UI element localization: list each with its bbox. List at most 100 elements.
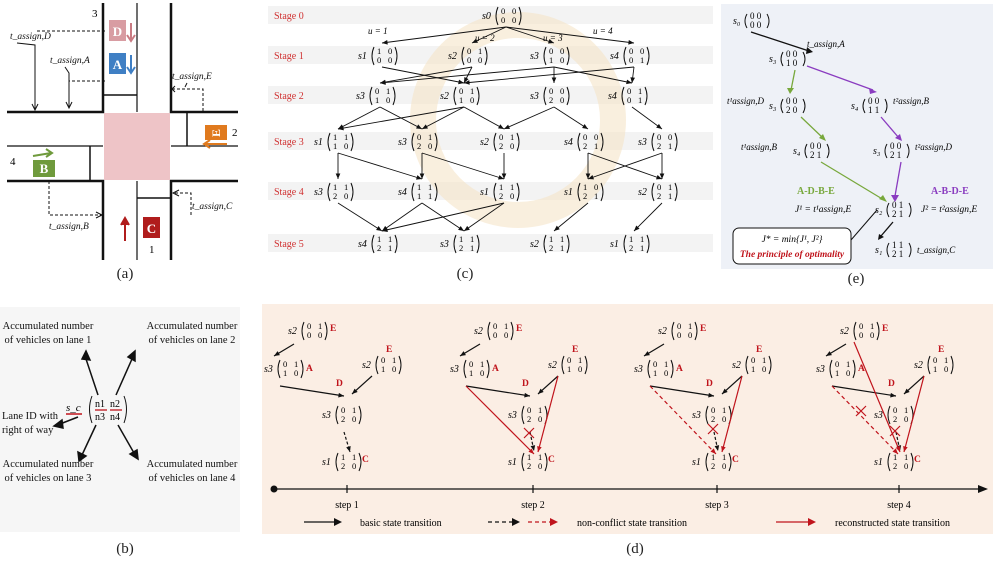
c-node-stage5-1-cell: 2 [459,243,463,253]
c-node-stage1-3-symbol: s4 [610,51,619,62]
svg-text:E: E [209,129,223,137]
d-edge [649,385,715,397]
d-node-s3-left-symbol: s3 [816,364,825,375]
d-node-s3-left-cell: 0 [664,368,668,378]
c-node-stage5-0-cell: 1 [388,243,392,253]
b-top-right-1: Accumulated number [147,321,238,332]
c-node-stage1-1-cell: 1 [478,46,482,56]
d-node-s3-left-cell: 1 [846,359,850,369]
svg-text:1 1: 1 1 [892,240,903,250]
c-edge [505,26,555,44]
c-node-stage1-0-cell: 0 [388,46,392,56]
c-node-stage4-2-cell: 2 [499,191,503,201]
c-edge [633,202,663,232]
svg-text:0 0: 0 0 [750,20,762,30]
stage-0-label: Stage 0 [274,11,304,22]
d-node-s3-mid-cell: 1 [538,405,542,415]
c-node-stage4-4-cell: 0 [657,182,661,192]
stage-2-label: Stage 2 [274,91,304,102]
svg-text:s₃: s₃ [873,146,881,157]
svg-text:C: C [147,221,156,236]
b-bottom-right-2: of vehicles on lane 4 [149,473,237,484]
c-node-stage4-2-cell: 1 [499,182,503,192]
c-node-stage2-1-cell: 1 [459,95,463,105]
svg-text:s₀: s₀ [733,16,741,27]
d-edge [831,385,899,455]
d-tag-C: C [362,455,369,465]
e-label-t1d: t¹assign,D [727,96,764,106]
d-edge [649,385,717,455]
u3-label: u = 3 [543,33,563,43]
d-node-s3-mid-cell: 0 [893,405,897,415]
stage-3-label: Stage 3 [274,137,304,148]
d-edge [831,385,897,397]
d-node-s1-bottom-cell: 1 [538,452,542,462]
c-node-stage1-2-cell: 0 [560,55,564,65]
c-node-stage1-1-cell: 0 [467,55,471,65]
d-node-s2-top-cell: 0 [493,321,497,331]
d-node-s3-left-cell: 0 [294,368,298,378]
d-node-s1-bottom-cell: 0 [904,461,908,471]
legend-reconstructed: reconstructed state transition [835,518,950,529]
d-tag-A: A [306,364,313,374]
d-node-s3-left-cell: 0 [283,359,287,369]
c-node-stage3-3-symbol: s4 [564,137,573,148]
d-node-s2-top-symbol: s2 [474,326,483,337]
c-edge [631,106,663,130]
c-node-stage2-0-symbol: s3 [356,91,365,102]
b-n3: n3 [95,412,105,423]
d-node-s3-mid-symbol: s3 [874,410,883,421]
legend-basic: basic state transition [360,518,442,529]
c-node-stage5-2-symbol: s2 [530,239,539,250]
c-edge [421,152,505,180]
c-node-stage5-3-symbol: s1 [610,239,619,250]
c-node-stage4-2-cell: 1 [510,182,514,192]
c-node-stage5-1-cell: 1 [459,234,463,244]
svg-text:2 1: 2 1 [892,249,903,259]
d-tag-A: A [858,364,865,374]
vehicle-a: A [109,53,136,75]
c-node-stage2-3-cell: 0 [627,86,631,96]
d-edge [721,375,743,453]
c-node-stage2-2-cell: 0 [560,86,564,96]
d-node-s2-right-cell: 1 [381,364,385,374]
d-step-label-2: step 2 [521,500,545,511]
d-node-s2-right-cell: 0 [381,355,385,365]
d-node-s1-bottom-cell: 1 [711,452,715,462]
d-node-s2-top-symbol: s2 [840,326,849,337]
d-tag-E: E [330,324,336,334]
stage-1-label: Stage 1 [274,51,304,62]
d-node-s2-right-cell: 0 [578,364,582,374]
b-bottom-right-1: Accumulated number [147,459,238,470]
caption-c: (c) [456,266,474,282]
d-node-s1-bottom-cell: 0 [722,461,726,471]
svg-text:B: B [40,161,49,176]
d-node-s2-right-cell: 0 [751,355,755,365]
d-edge [279,385,345,397]
c-node-stage5-3-cell: 1 [629,234,633,244]
c-node-stage5-2-cell: 1 [560,243,564,253]
d-node-s3-left-cell: 1 [835,368,839,378]
c-node-stage3-2-symbol: s2 [480,137,489,148]
caption-d: (d) [626,541,644,557]
c-node-stage1-2-symbol: s3 [530,51,539,62]
d-node-s2-top-cell: 0 [677,330,681,340]
d-node-s2-right-symbol: s2 [548,360,557,371]
